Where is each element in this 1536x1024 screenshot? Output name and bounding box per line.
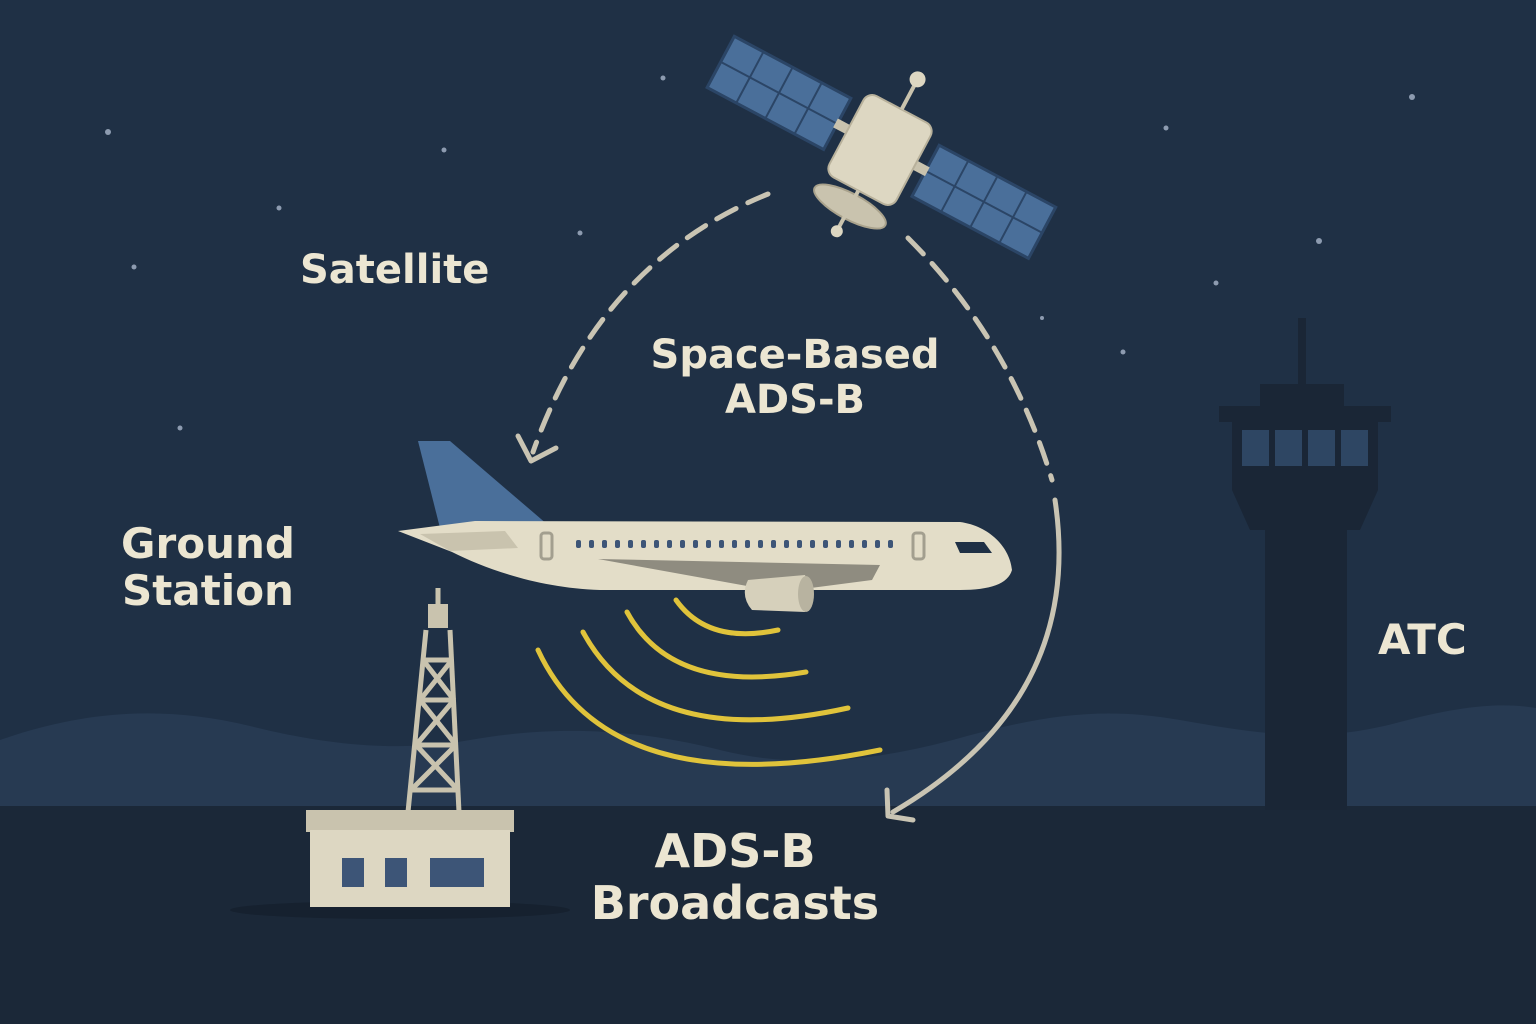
airplane-window (758, 540, 763, 548)
star-icon (105, 129, 111, 135)
airplane-window (849, 540, 854, 548)
satellite-icon (705, 34, 1058, 261)
arrowhead-airplane (515, 433, 559, 464)
signal-waves-icon (535, 597, 883, 767)
airplane-cockpit-window (955, 542, 992, 553)
airplane-window-row (576, 540, 893, 548)
star-icon (577, 230, 583, 236)
dashed-arrow-satellite-to-airplane (530, 191, 771, 455)
airplane-window (745, 540, 750, 548)
airplane-icon (398, 441, 1012, 612)
atc-label: ATC (1378, 615, 1467, 664)
airplane-window (641, 540, 646, 548)
airplane-window (602, 540, 607, 548)
airplane-window (576, 540, 581, 548)
airplane-window (810, 540, 815, 548)
hills (0, 705, 1536, 810)
airplane-engine (744, 575, 814, 612)
broadcasts-label-line-1: ADS-B (654, 824, 816, 878)
airplane-window (615, 540, 620, 548)
airplane-window (706, 540, 711, 548)
star-icon (1409, 94, 1415, 100)
airplane-window (862, 540, 867, 548)
airplane-door-front (911, 531, 926, 561)
broadcasts-label-line-2: Broadcasts (590, 875, 880, 930)
ground-station-label: Ground Station (108, 520, 308, 614)
arrowhead-broadcasts (884, 787, 916, 823)
ads-b-broadcasts-label: ADS-B Broadcasts (560, 824, 910, 930)
star-icon (177, 425, 183, 431)
airplane-window (732, 540, 737, 548)
star-icon (276, 205, 282, 211)
airplane-window (693, 540, 698, 548)
star-icon (1163, 125, 1169, 131)
star-icon (1316, 238, 1322, 244)
airplane-window (875, 540, 880, 548)
airplane-window (823, 540, 828, 548)
airplane-window (589, 540, 594, 548)
control-tower-icon (1219, 318, 1391, 810)
space-based-ads-b-label: Space-Based ADS-B (620, 333, 970, 423)
space-based-label-line-2: ADS-B (724, 376, 866, 423)
star-icon (660, 75, 666, 81)
airplane-door-rear (539, 531, 554, 561)
airplane-window (888, 540, 893, 548)
ground-station-building-icon (306, 810, 514, 907)
airplane-window (836, 540, 841, 548)
stars (105, 75, 1415, 431)
solid-arrow-to-broadcasts (890, 497, 1062, 815)
airplane-window (797, 540, 802, 548)
airplane-window (667, 540, 672, 548)
airplane-window (784, 540, 789, 548)
space-based-label-line-1: Space-Based (650, 332, 940, 378)
star-icon (1040, 316, 1044, 320)
satellite-right-panel (909, 143, 1058, 261)
airplane-tail (418, 441, 548, 528)
airplane-horizontal-stabilizer (420, 531, 518, 551)
airplane-window (654, 540, 659, 548)
star-icon (131, 264, 137, 270)
dashed-arrow-satellite-to-ground (905, 235, 1055, 483)
radio-tower-icon (405, 588, 462, 813)
airplane-window (680, 540, 685, 548)
control-tower-windows (1242, 430, 1368, 466)
star-icon (1213, 280, 1219, 286)
airplane-window (628, 540, 633, 548)
ground (0, 806, 1536, 1024)
airplane-window (719, 540, 724, 548)
satellite-label: Satellite (300, 247, 490, 293)
ground-station-label-line-2: Station (122, 566, 294, 616)
star-icon (1120, 349, 1126, 355)
airplane-window (771, 540, 776, 548)
star-icon (441, 147, 447, 153)
ground-station-label-line-1: Ground (121, 519, 295, 568)
